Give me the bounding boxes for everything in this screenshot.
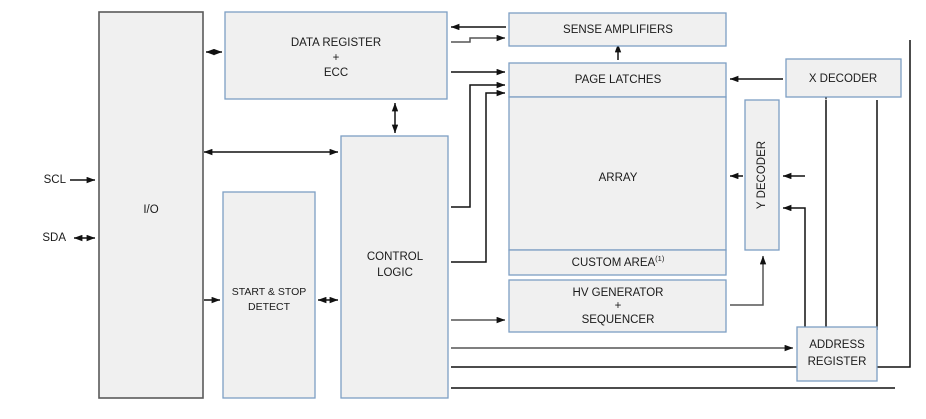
block-array[interactable]: ARRAY [508,96,727,251]
block-data-register-label-line1: DATA REGISTER [291,37,381,49]
block-data-register-label-line2: + [333,52,340,64]
wire-data-register-to-sense-amplifiers [451,34,506,43]
block-address-register[interactable]: ADDRESS REGISTER [796,326,878,382]
block-io-label: I/O [143,204,158,216]
block-hv-generator-label-line2: + [615,300,622,312]
block-page-latches[interactable]: PAGE LATCHES [508,62,727,98]
block-start-stop-detect-label-line2: DETECT [248,301,291,313]
wire-address-register-to-y-decoder-b [782,204,806,330]
block-sense-amplifiers-label: SENSE AMPLIFIERS [563,24,673,36]
wire-control-logic-to-page-latches-b [451,89,506,263]
block-y-decoder[interactable]: Y DECODER [744,99,780,251]
block-address-register-label-line1: ADDRESS [809,339,865,351]
block-hv-generator-sequencer[interactable]: HV GENERATOR + SEQUENCER [508,279,727,333]
block-start-stop-detect-label-line1: START & STOP [232,286,307,298]
pin-label-scl: SCL [44,174,67,186]
block-control-logic-label-line2: LOGIC [377,267,413,279]
block-hv-generator-label-line1: HV GENERATOR [573,287,664,299]
block-custom-area-label-text: CUSTOM AREA [572,257,656,269]
block-control-logic-label-line1: CONTROL [367,251,424,263]
wire-control-logic-bottom-bus [451,40,911,368]
block-x-decoder[interactable]: X DECODER [785,58,902,98]
block-page-latches-label: PAGE LATCHES [575,74,662,86]
block-x-decoder-label: X DECODER [809,73,877,85]
wire-hv-generator-to-y-decoder [730,255,767,306]
block-hv-generator-label-line3: SEQUENCER [582,314,655,326]
block-custom-area[interactable]: CUSTOM AREA(1) [508,249,727,276]
block-start-stop-detect[interactable]: START & STOP DETECT [222,191,316,399]
block-sense-amplifiers[interactable]: SENSE AMPLIFIERS [508,12,727,47]
block-control-logic[interactable]: CONTROL LOGIC [340,135,449,399]
block-custom-area-superscript: (1) [655,254,665,263]
block-address-register-label-line2: REGISTER [808,356,867,368]
block-custom-area-label: CUSTOM AREA(1) [572,254,665,269]
pin-label-sda: SDA [42,232,66,244]
block-data-register-ecc[interactable]: DATA REGISTER + ECC [224,11,448,100]
block-array-label: ARRAY [599,172,638,184]
block-data-register-label-line3: ECC [324,67,348,79]
block-io[interactable]: I/O [98,11,204,399]
wire-control-logic-to-page-latches-a [451,81,506,208]
block-y-decoder-label: Y DECODER [756,141,768,209]
